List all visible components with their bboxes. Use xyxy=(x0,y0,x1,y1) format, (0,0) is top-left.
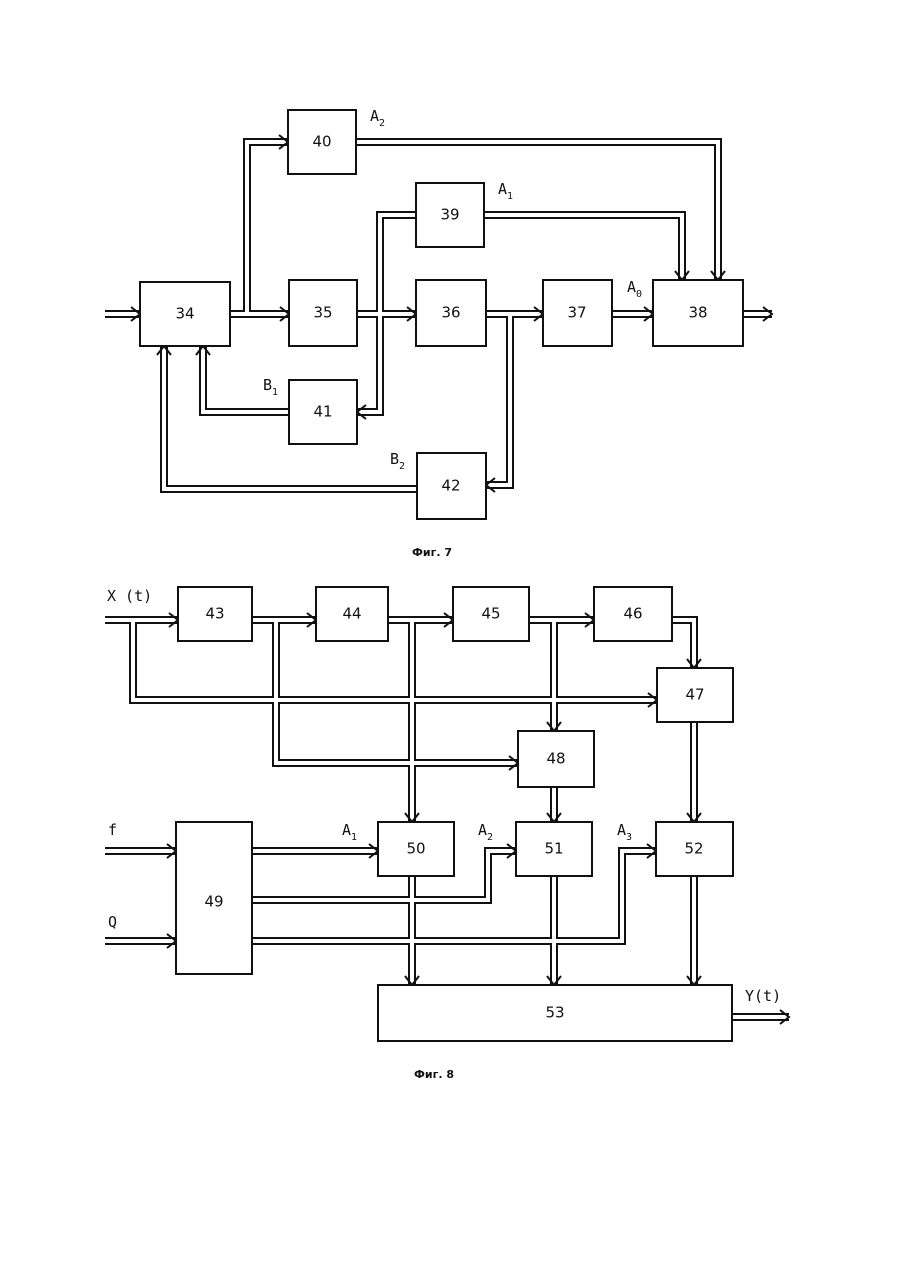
block-52-label: 52 xyxy=(684,840,703,858)
block-50: 50 xyxy=(378,822,454,876)
block-41: 41 xyxy=(289,380,357,444)
block-39: 39 xyxy=(416,183,484,247)
block-35: 35 xyxy=(289,280,357,346)
fig7-blocks: 34 35 36 37 38 39 40 41 xyxy=(140,110,743,519)
block-47-label: 47 xyxy=(685,686,704,704)
block-37-label: 37 xyxy=(567,304,586,322)
block-39-label: 39 xyxy=(440,206,459,224)
fig7-caption: Фиг. 7 xyxy=(412,546,452,559)
input-f-label: f xyxy=(108,821,117,839)
block-34-label: 34 xyxy=(175,305,194,323)
block-45: 45 xyxy=(453,587,529,641)
block-42: 42 xyxy=(417,453,486,519)
block-37: 37 xyxy=(543,280,612,346)
output-y-label: Y(t) xyxy=(745,987,781,1005)
block-43-label: 43 xyxy=(205,605,224,623)
input-x-label: X (t) xyxy=(107,587,152,605)
block-50-label: 50 xyxy=(406,840,425,858)
block-42-label: 42 xyxy=(441,477,460,495)
input-q-label: Q xyxy=(108,913,117,931)
block-43: 43 xyxy=(178,587,252,641)
block-52: 52 xyxy=(656,822,733,876)
block-44: 44 xyxy=(316,587,388,641)
block-38-label: 38 xyxy=(688,304,707,322)
signal-a0-label: A0 xyxy=(627,278,642,300)
block-53-label: 53 xyxy=(545,1004,564,1022)
block-34: 34 xyxy=(140,282,230,346)
signal-a1-label: A1 xyxy=(342,821,357,843)
signal-b1-label: B1 xyxy=(263,376,278,398)
signal-a3-label: A3 xyxy=(617,821,632,843)
block-46-label: 46 xyxy=(623,605,642,623)
block-40-label: 40 xyxy=(312,133,331,151)
block-49: 49 xyxy=(176,822,252,974)
block-48: 48 xyxy=(518,731,594,787)
signal-a2-label: A2 xyxy=(478,821,493,843)
fig8-caption: Фиг. 8 xyxy=(414,1068,454,1081)
block-36: 36 xyxy=(416,280,486,346)
block-41-label: 41 xyxy=(313,403,332,421)
block-44-label: 44 xyxy=(342,605,361,623)
signal-b2-label: B2 xyxy=(390,450,405,472)
block-51-label: 51 xyxy=(544,840,563,858)
signal-a2-label: A2 xyxy=(370,107,385,129)
block-40: 40 xyxy=(288,110,356,174)
signal-a1-label: A1 xyxy=(498,180,513,202)
fig8-blocks: 43 44 45 46 47 48 49 50 xyxy=(176,587,733,1041)
block-48-label: 48 xyxy=(546,750,565,768)
block-38: 38 xyxy=(653,280,743,346)
block-46: 46 xyxy=(594,587,672,641)
block-35-label: 35 xyxy=(313,304,332,322)
block-36-label: 36 xyxy=(441,304,460,322)
block-47: 47 xyxy=(657,668,733,722)
block-51: 51 xyxy=(516,822,592,876)
block-45-label: 45 xyxy=(481,605,500,623)
block-53: 53 xyxy=(378,985,732,1041)
block-49-label: 49 xyxy=(204,893,223,911)
